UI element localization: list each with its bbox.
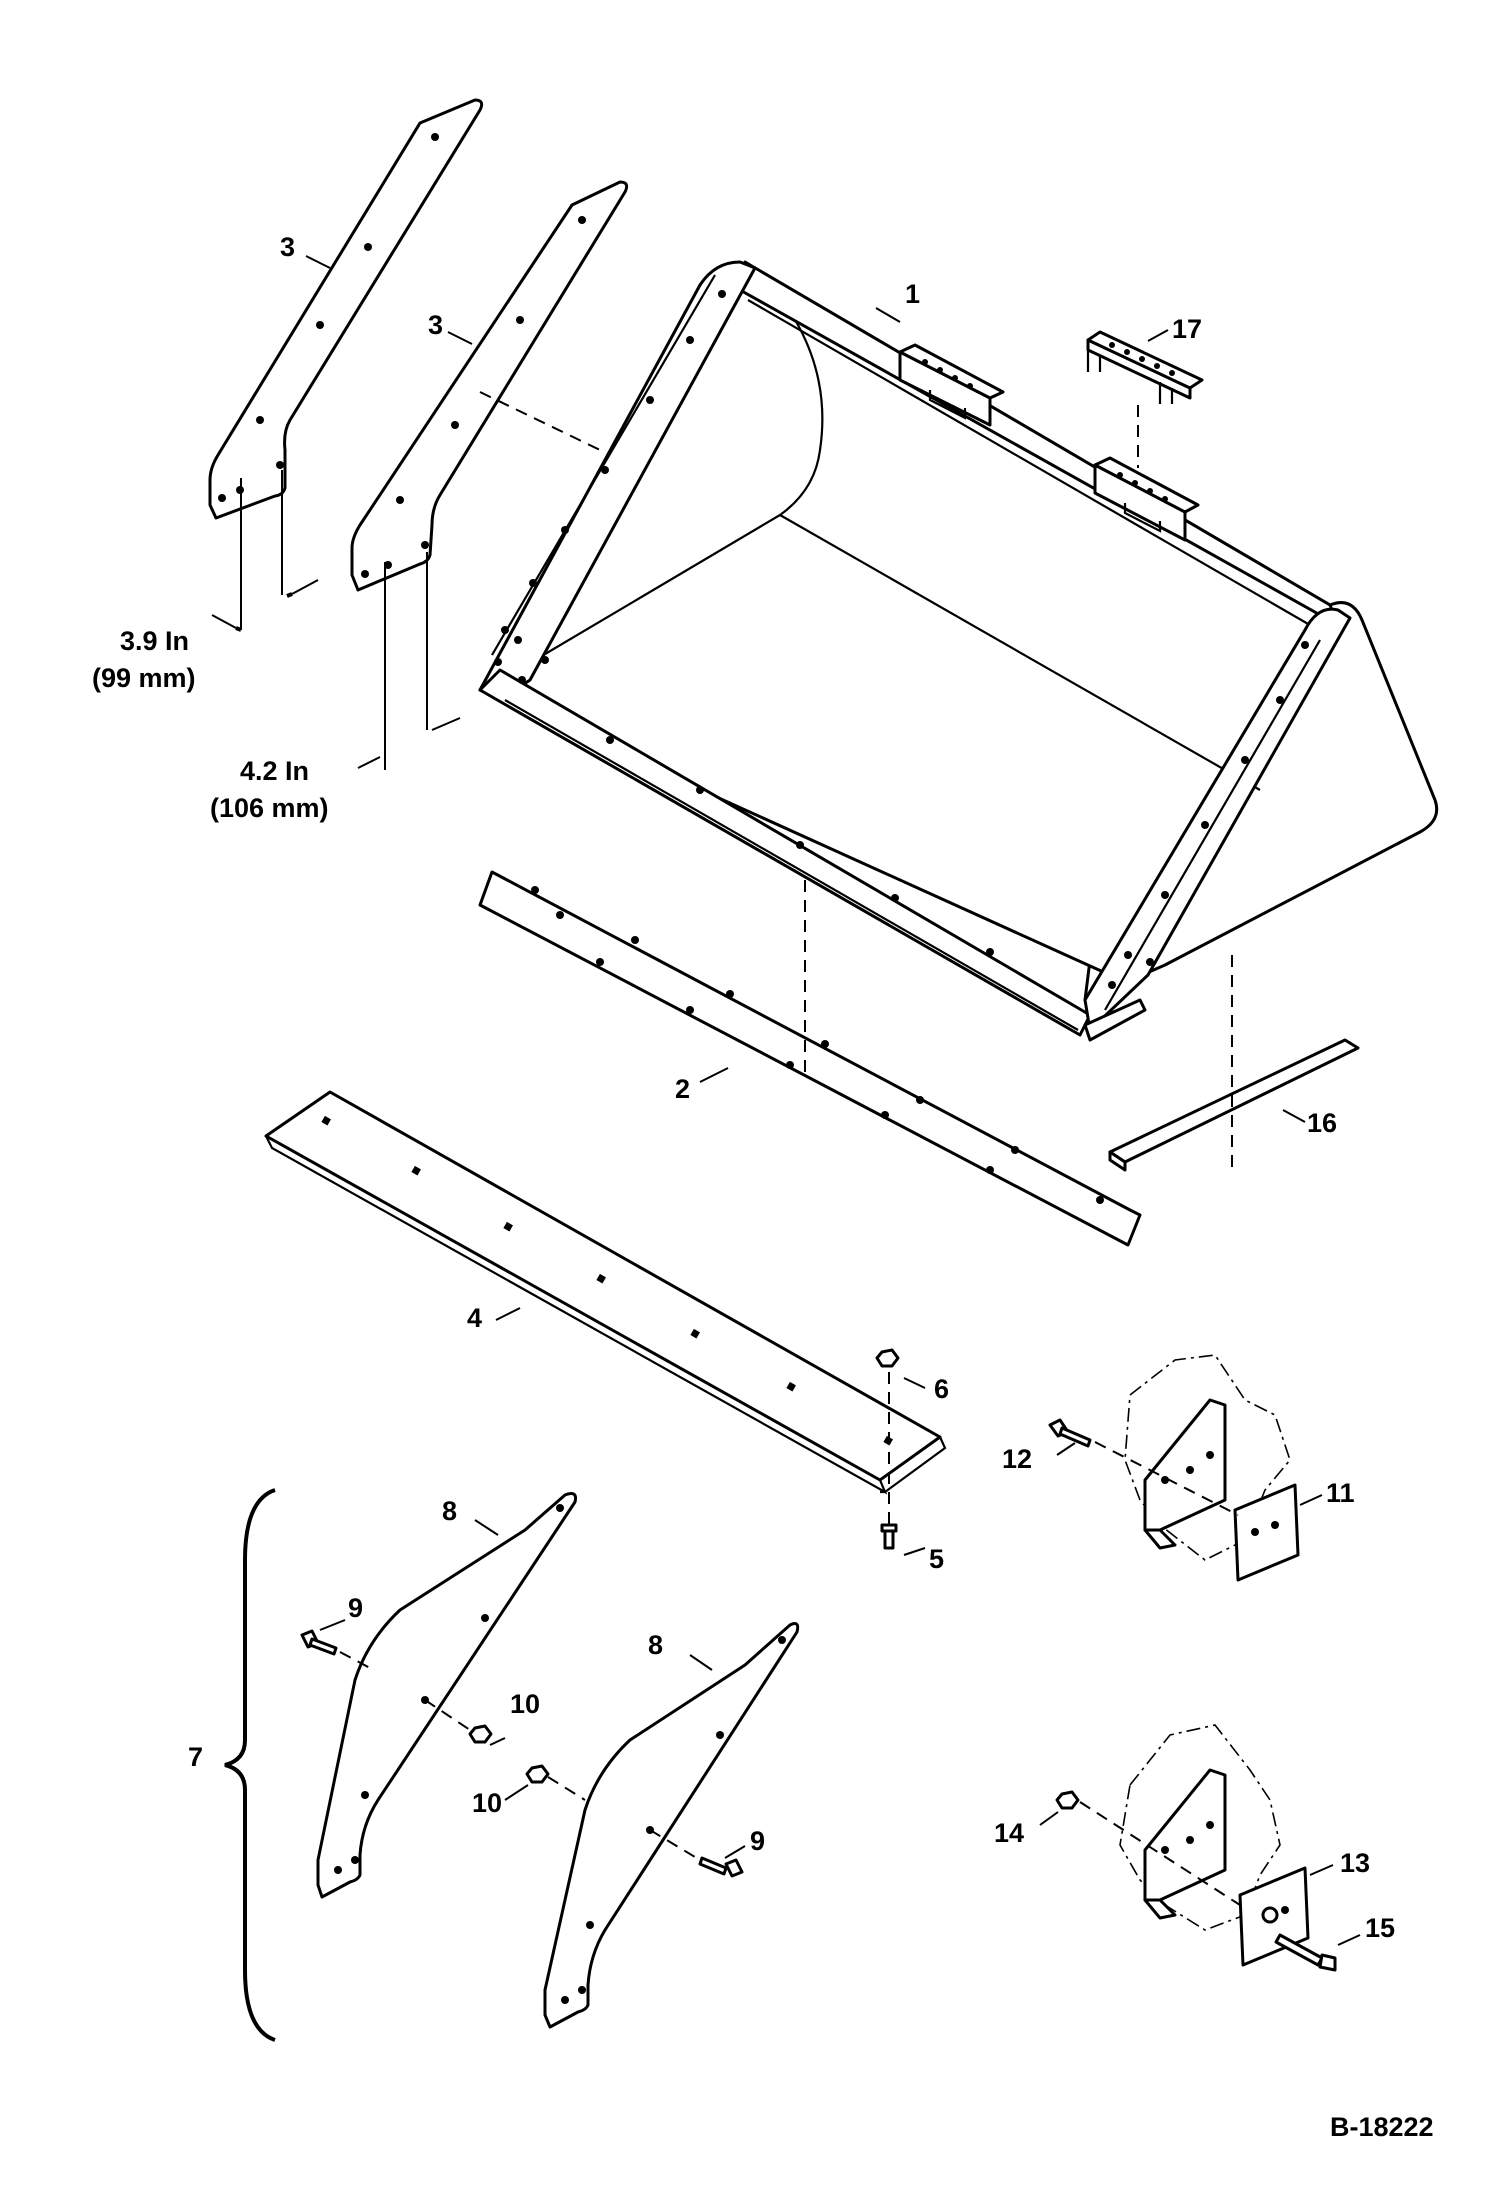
callout-11: 11 — [1326, 1478, 1355, 1508]
bolt-5 — [880, 1523, 898, 1550]
callout-3a: 3 — [280, 232, 295, 262]
callout-5: 5 — [929, 1544, 944, 1574]
step-plate-mounted-right — [1093, 456, 1200, 542]
side-strip-3a — [208, 98, 484, 520]
nut-14 — [1055, 1790, 1080, 1810]
kit-brace-7 — [224, 1488, 276, 2042]
bolt-12 — [1048, 1418, 1092, 1448]
bolt-on-edge-4 — [264, 1090, 947, 1495]
dimension-4-2in — [357, 552, 461, 770]
callout-17: 17 — [1172, 314, 1202, 344]
callout-16: 16 — [1307, 1108, 1337, 1138]
callout-10b: 10 — [472, 1788, 502, 1818]
nut-10b-line — [547, 1776, 586, 1801]
callout-7: 7 — [188, 1742, 203, 1772]
callout-6: 6 — [934, 1374, 949, 1404]
nut-14-alignment-line — [1079, 1801, 1241, 1906]
bolt-9a-line — [339, 1651, 371, 1669]
dimension-3-9in — [211, 470, 319, 632]
bolt-9b-line — [649, 1829, 701, 1861]
detail-lower — [1119, 1724, 1281, 1931]
wear-pad-11 — [1233, 1483, 1300, 1582]
bolt-15 — [1274, 1933, 1337, 1972]
step-plate-17 — [1086, 330, 1204, 404]
nut-10a — [468, 1724, 493, 1744]
bolt-12-alignment-line — [1094, 1441, 1239, 1516]
callout-3b: 3 — [428, 310, 443, 340]
nut-6 — [875, 1348, 900, 1368]
callout-12: 12 — [1002, 1444, 1032, 1474]
callout-14: 14 — [994, 1818, 1024, 1848]
dimension-3-9-in-text: 3.9 In — [120, 626, 189, 656]
leader-lines — [305, 255, 1361, 1946]
dimension-106-mm-text: (106 mm) — [210, 793, 329, 823]
dimension-4-2-in-text: 4.2 In — [240, 756, 309, 786]
callout-15: 15 — [1365, 1913, 1395, 1943]
callout-13: 13 — [1340, 1848, 1370, 1878]
cutting-edge-2 — [478, 870, 1142, 1247]
skid-strip-16 — [1108, 1038, 1360, 1172]
nut-10b — [525, 1764, 550, 1784]
step-plate-mounted-left — [898, 343, 1005, 427]
bolt-9a — [300, 1629, 338, 1656]
drawing-number: B-18222 — [1330, 2112, 1434, 2142]
bolt-9b — [698, 1856, 744, 1878]
callout-4: 4 — [467, 1303, 482, 1333]
callout-9b: 9 — [750, 1826, 765, 1856]
callout-8b: 8 — [648, 1630, 663, 1660]
dimension-99-mm-text: (99 mm) — [92, 663, 196, 693]
bucket — [478, 260, 1439, 1042]
callout-10a: 10 — [510, 1689, 540, 1719]
callout-1: 1 — [905, 279, 920, 309]
strip-alignment-line — [479, 391, 601, 451]
callout-8a: 8 — [442, 1496, 457, 1526]
callout-9a: 9 — [348, 1593, 363, 1623]
side-plate-8b — [543, 1622, 800, 2029]
callout-2: 2 — [675, 1074, 690, 1104]
nut-10a-line — [424, 1699, 471, 1731]
